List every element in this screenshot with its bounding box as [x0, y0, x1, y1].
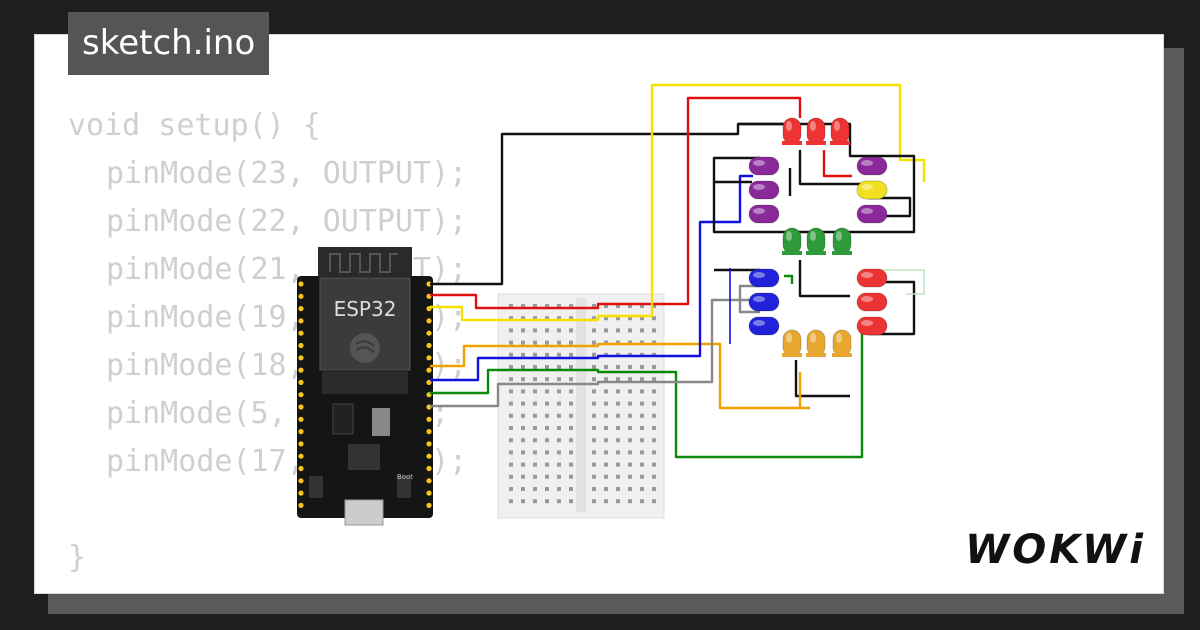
board-label: ESP32 — [334, 297, 397, 321]
breadboard-holes — [509, 304, 656, 504]
led — [748, 268, 780, 288]
led — [782, 329, 802, 357]
wire-blue — [430, 174, 753, 382]
led — [748, 180, 780, 200]
esp32-board[interactable]: ESP32 Boot — [297, 247, 433, 526]
led — [782, 117, 802, 145]
code-line: pinMode(23, OUTPUT); — [106, 156, 468, 191]
led — [830, 117, 850, 145]
led — [856, 268, 888, 288]
wokwi-logo: WOKWi — [965, 527, 1146, 573]
led — [748, 292, 780, 312]
led — [856, 316, 888, 336]
led — [832, 329, 852, 357]
led — [856, 204, 888, 224]
file-tab[interactable]: sketch.ino — [68, 12, 270, 75]
led — [806, 117, 826, 145]
led — [748, 316, 780, 336]
wire-black — [430, 122, 783, 286]
boot-button-label: Boot — [397, 473, 413, 481]
led — [806, 329, 826, 357]
wire-yellow — [430, 83, 926, 322]
led — [856, 156, 888, 176]
led-array — [748, 117, 888, 357]
breadboard[interactable] — [497, 293, 665, 519]
usb-port — [344, 499, 384, 526]
led — [748, 156, 780, 176]
wire-red — [430, 96, 802, 310]
led — [856, 180, 888, 200]
wires — [430, 83, 926, 459]
code-line: void setup() { — [68, 108, 321, 143]
board-pins — [298, 281, 432, 508]
led — [832, 227, 852, 255]
code-line: pinMode(22, OUTPUT); — [106, 204, 468, 239]
led — [748, 204, 780, 224]
led — [856, 292, 888, 312]
wire-orange — [430, 342, 810, 410]
code-line: } — [68, 540, 87, 575]
wire-gray — [430, 298, 750, 408]
wire-green — [430, 318, 864, 459]
led — [782, 227, 802, 255]
led — [806, 227, 826, 255]
